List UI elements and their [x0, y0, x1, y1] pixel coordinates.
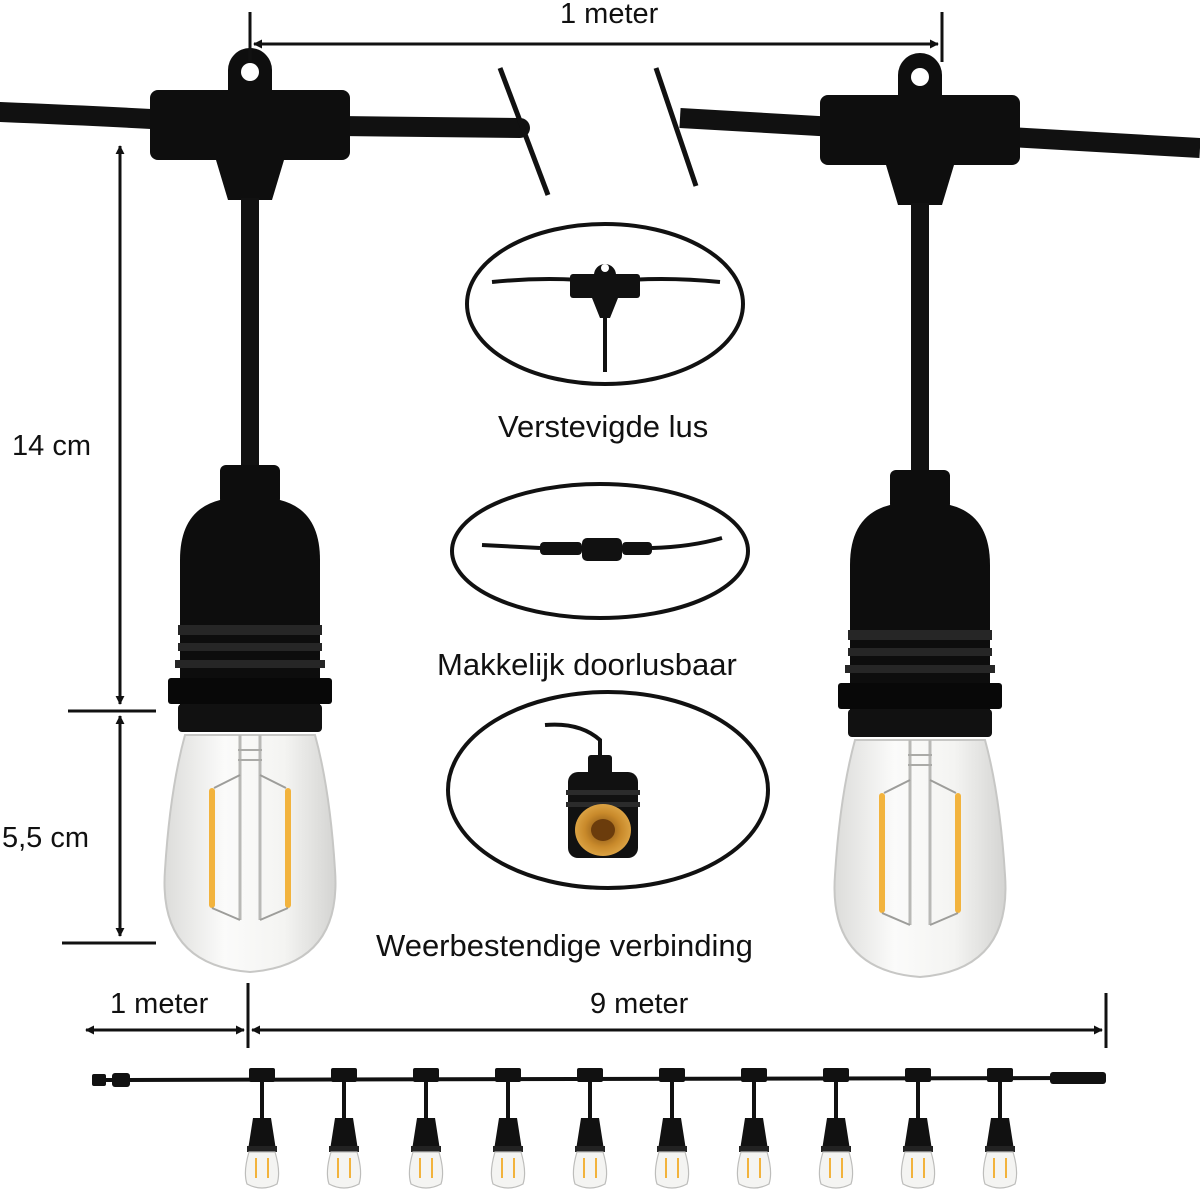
mini-lamp-icon	[408, 1067, 444, 1189]
feature-label-loop: Verstevigde lus	[498, 409, 709, 444]
mini-lamp-icon	[654, 1067, 690, 1189]
mini-lamp-icon	[326, 1067, 362, 1189]
large-lamp-left	[148, 46, 352, 974]
overview-lamp-row	[244, 1067, 1018, 1189]
top-spacing-label: 1 meter	[560, 0, 659, 30]
end-connector-icon	[1050, 1072, 1106, 1084]
bulb-height-label: 5,5 cm	[2, 822, 90, 854]
mini-lamp-icon	[900, 1067, 936, 1189]
bulb-socket-icon	[446, 690, 770, 890]
feature-label-connector: Makkelijk doorlusbaar	[437, 647, 737, 682]
inline-connector-icon	[450, 482, 750, 620]
t-connector-loop-icon	[465, 222, 745, 386]
total-length-label: 9 meter	[590, 988, 689, 1020]
feature-label-weatherproof: Weerbestendige verbinding	[376, 928, 753, 963]
lead-cable-label: 1 meter	[110, 988, 209, 1020]
cable-break-mark	[497, 67, 551, 196]
mini-lamp-icon	[490, 1067, 526, 1189]
cable-drop-label: 14 cm	[12, 430, 91, 462]
mini-lamp-icon	[982, 1067, 1018, 1189]
mini-lamp-icon	[736, 1067, 772, 1189]
cable-break-mark	[653, 67, 699, 187]
plug-icon	[92, 1074, 106, 1086]
mini-lamp-icon	[572, 1067, 608, 1189]
mini-lamp-icon	[244, 1067, 280, 1189]
mini-lamp-icon	[818, 1067, 854, 1189]
large-lamp-right	[818, 51, 1022, 979]
